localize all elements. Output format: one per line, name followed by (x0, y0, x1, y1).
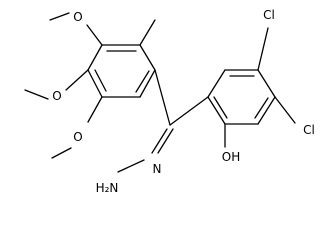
atom-o-middle: O (52, 89, 61, 103)
atom-nh2: H₂N (96, 181, 119, 195)
structure-canvas: O O O N H₂N Cl (24, 8, 315, 195)
methyl-bond (139, 19, 156, 46)
methoxy-middle: O (24, 69, 89, 103)
chlorine-right: Cl (274, 96, 315, 137)
molecule-structure-diagram: O O O N H₂N Cl (24, 8, 315, 195)
atom-o-bottom: O (73, 130, 82, 144)
atom-n: N (153, 162, 162, 176)
atom-o-top: O (73, 10, 82, 24)
right-benzene-ring (207, 69, 276, 125)
methoxy-top: O (49, 10, 103, 46)
left-benzene-ring (87, 44, 156, 98)
methoxy-bottom: O (51, 96, 103, 159)
atom-cl-right: Cl (303, 123, 315, 137)
hydroxyl-group: OH (222, 123, 240, 164)
atom-cl-top: Cl (263, 8, 275, 22)
chlorine-top: Cl (257, 8, 275, 71)
atom-oh: OH (222, 150, 240, 164)
hydrazone-linker: N H₂N (96, 69, 209, 195)
